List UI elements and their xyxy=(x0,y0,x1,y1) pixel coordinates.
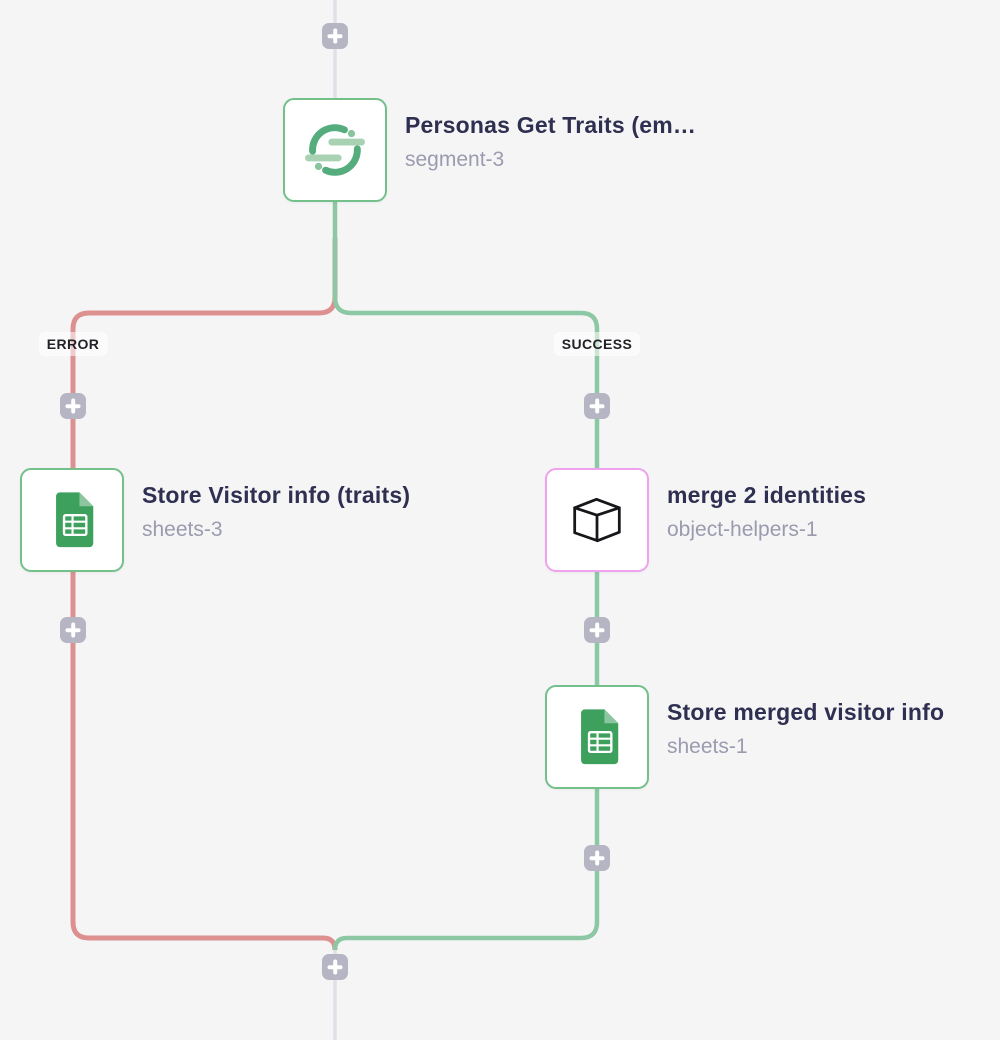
node-sheets-1[interactable] xyxy=(545,685,649,789)
cube-icon xyxy=(573,497,621,543)
node-segment-3[interactable] xyxy=(283,98,387,202)
add-step-top-button[interactable] xyxy=(322,23,348,49)
node-title: Store Visitor info (traits) xyxy=(142,482,411,508)
success-branch-connector xyxy=(332,200,600,951)
node-subtitle: sheets-1 xyxy=(667,735,748,758)
add-step-after-object-helpers-button[interactable] xyxy=(584,617,610,643)
node-title: Store merged visitor info xyxy=(667,699,945,725)
add-step-success-branch-button[interactable] xyxy=(584,393,610,419)
node-object-helpers-1-text: merge 2 identities object-helpers-1 xyxy=(667,480,866,543)
node-object-helpers-1[interactable] xyxy=(545,468,649,572)
segment-icon xyxy=(304,124,366,176)
google-sheets-icon xyxy=(56,492,94,548)
add-step-error-branch-button[interactable] xyxy=(60,393,86,419)
success-branch-label: SUCCESS xyxy=(553,332,641,356)
node-subtitle: object-helpers-1 xyxy=(667,518,818,541)
add-step-after-sheets-3-button[interactable] xyxy=(60,617,86,643)
node-subtitle: segment-3 xyxy=(405,148,505,171)
node-subtitle: sheets-3 xyxy=(142,518,223,541)
node-title: merge 2 identities xyxy=(667,482,867,508)
add-step-after-sheets-1-button[interactable] xyxy=(584,845,610,871)
node-sheets-3[interactable] xyxy=(20,468,124,572)
node-title: Personas Get Traits (em… xyxy=(405,112,697,138)
node-segment-3-text: Personas Get Traits (em… segment-3 xyxy=(405,110,696,173)
error-branch-label: ERROR xyxy=(38,332,108,356)
error-branch-connector xyxy=(70,238,338,951)
google-sheets-icon xyxy=(581,709,619,765)
add-step-bottom-button[interactable] xyxy=(322,954,348,980)
node-sheets-3-text: Store Visitor info (traits) sheets-3 xyxy=(142,480,410,543)
node-sheets-1-text: Store merged visitor info sheets-1 xyxy=(667,697,944,760)
